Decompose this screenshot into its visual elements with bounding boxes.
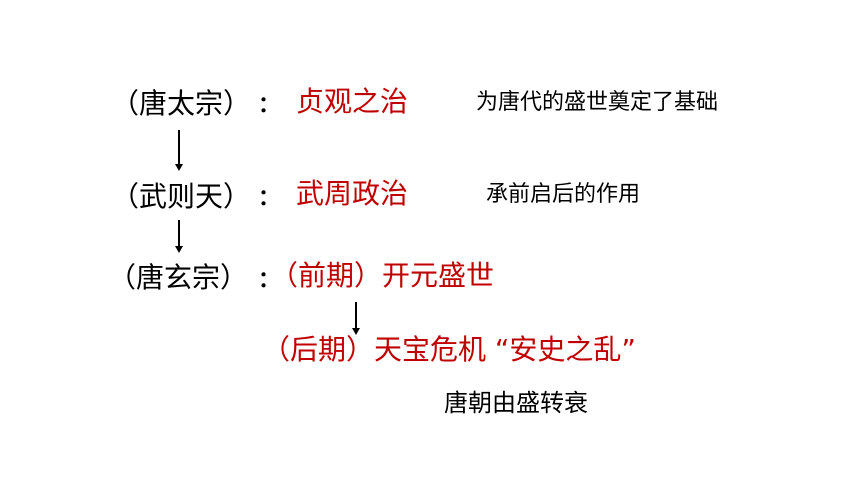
- note-wuzhou: 承前启后的作用: [486, 182, 641, 207]
- arrow-down-3: [351, 302, 361, 336]
- note-zhenguan: 为唐代的盛世奠定了基础: [476, 90, 719, 115]
- policy-zhenguan: 贞观之治: [296, 85, 409, 118]
- arrow-head: [175, 164, 183, 171]
- arrow-down-1: [174, 130, 184, 172]
- arrow-shaft: [355, 302, 357, 329]
- arrow-shaft: [178, 220, 180, 247]
- colon-1: ：: [258, 93, 281, 118]
- arrow-head: [175, 246, 183, 253]
- conclusion-decline: 唐朝由盛转衰: [444, 389, 588, 417]
- policy-wuzhou: 武周政治: [296, 177, 409, 210]
- policy-tianbao-crisis: （后期）天宝危机 “安史之乱”: [262, 333, 636, 366]
- emperor-wuzetian: （武则天）: [111, 180, 252, 213]
- arrow-head: [352, 328, 360, 335]
- colon-2: ：: [258, 186, 281, 211]
- colon-3: ：: [258, 268, 281, 293]
- arrow-down-2: [174, 220, 184, 254]
- policy-kaiyuan: （前期）开元盛世: [270, 259, 495, 292]
- emperor-xuanzong: （唐玄宗）: [108, 261, 249, 294]
- emperor-taizong: （唐太宗）: [111, 87, 252, 120]
- arrow-shaft: [178, 130, 180, 165]
